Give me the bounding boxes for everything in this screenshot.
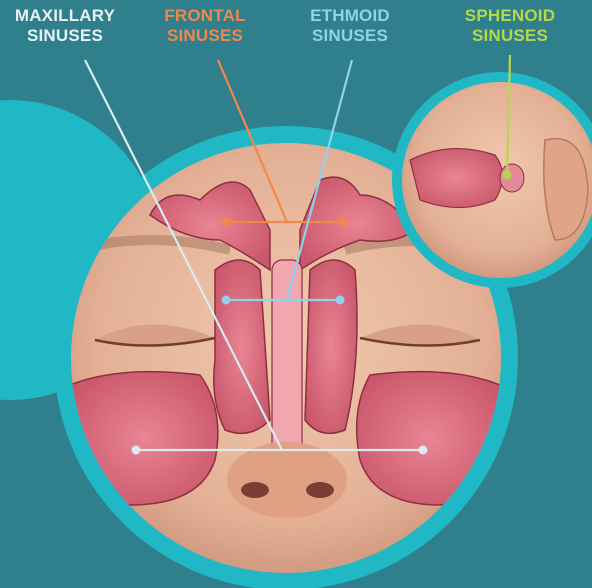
maxillary-label-line2: SINUSES xyxy=(0,26,130,46)
maxillary-label: MAXILLARY SINUSES xyxy=(0,6,130,46)
nose-tip xyxy=(227,442,347,518)
ethmoid-label-line2: SINUSES xyxy=(290,26,410,46)
sphenoid-label-line2: SINUSES xyxy=(440,26,580,46)
frontal-label-line2: SINUSES xyxy=(145,26,265,46)
sphenoid-label-line1: SPHENOID xyxy=(440,6,580,26)
maxillary-sinus-left xyxy=(70,372,218,505)
sphenoid-sinus xyxy=(410,149,503,208)
ethmoid-label: ETHMOID SINUSES xyxy=(290,6,410,46)
maxillary-label-line1: MAXILLARY xyxy=(0,6,130,26)
ethmoid-label-line1: ETHMOID xyxy=(290,6,410,26)
frontal-label: FRONTAL SINUSES xyxy=(145,6,265,46)
sphenoid-label: SPHENOID SINUSES xyxy=(440,6,580,46)
frontal-label-line1: FRONTAL xyxy=(145,6,265,26)
